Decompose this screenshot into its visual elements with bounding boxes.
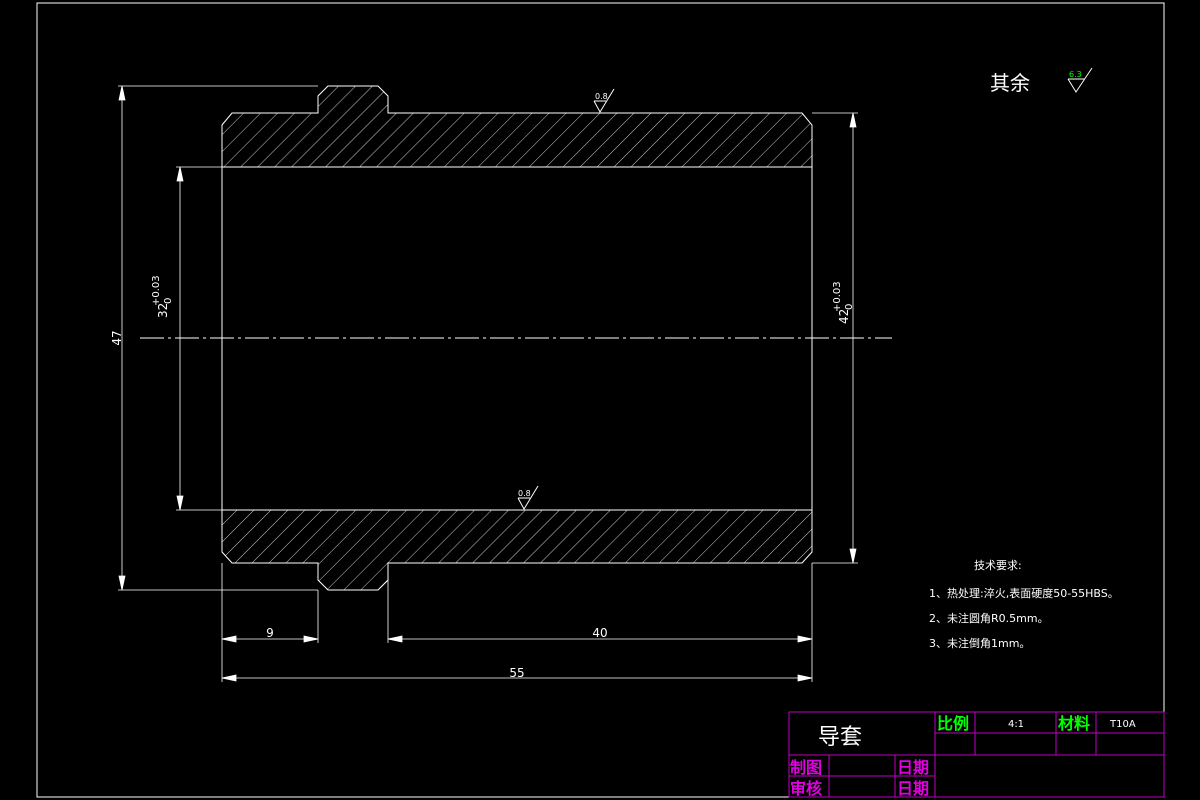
dim-total-length: 55: [509, 666, 524, 680]
dim-bore-upper-tol: +0.03: [151, 275, 162, 306]
drawing-frame: [36, 2, 1165, 798]
bottom-wall-section: [221, 509, 813, 591]
remaining-finish-symbol: [1067, 67, 1093, 93]
dim-body-length: 40: [592, 626, 607, 640]
remaining-finish-value: 6.3: [1069, 70, 1082, 79]
title-block: [788, 711, 1165, 798]
dim-outer-nominal: 42: [837, 309, 851, 324]
dim-bore-diameter: 32 +0.03 0: [151, 275, 174, 318]
tech-requirement-2: 2、未注圆角R0.5mm。: [929, 611, 1049, 625]
inner-finish-symbol: [517, 485, 539, 511]
dim-outer-upper-tol: +0.03: [832, 281, 843, 312]
extension-lines: [118, 85, 858, 682]
part-name: 导套: [818, 725, 862, 750]
top-wall-section: [221, 85, 813, 168]
outer-finish-symbol: [593, 88, 615, 114]
material-label: 材料: [1058, 714, 1090, 733]
scale-label: 比例: [937, 714, 969, 733]
dim-outer-lower-tol: 0: [844, 304, 855, 310]
remaining-finish-label: 其余: [990, 71, 1030, 95]
dimension-lines: [118, 85, 857, 682]
outer-finish-value: 0.8: [595, 92, 608, 101]
dim-bore-lower-tol: 0: [163, 298, 174, 304]
inner-finish-value: 0.8: [518, 489, 531, 498]
material-value: T10A: [1109, 719, 1136, 730]
date-label-1: 日期: [897, 758, 929, 777]
date-label-2: 日期: [897, 779, 929, 798]
dim-outer-diameter: 42 +0.03 0: [832, 281, 855, 324]
tech-requirements-title: 技术要求:: [974, 559, 1022, 572]
tech-requirement-3: 3、未注倒角1mm。: [929, 636, 1030, 650]
scale-value: 4:1: [1008, 719, 1024, 730]
tech-requirement-1: 1、热处理:淬火,表面硬度50-55HBS。: [929, 586, 1119, 600]
dim-bore-nominal: 32: [156, 303, 170, 318]
dim-flange-length: 9: [266, 626, 274, 640]
checked-label: 审核: [790, 779, 822, 798]
drawn-label: 制图: [790, 758, 822, 777]
dim-overall-diameter: 47: [110, 330, 124, 345]
